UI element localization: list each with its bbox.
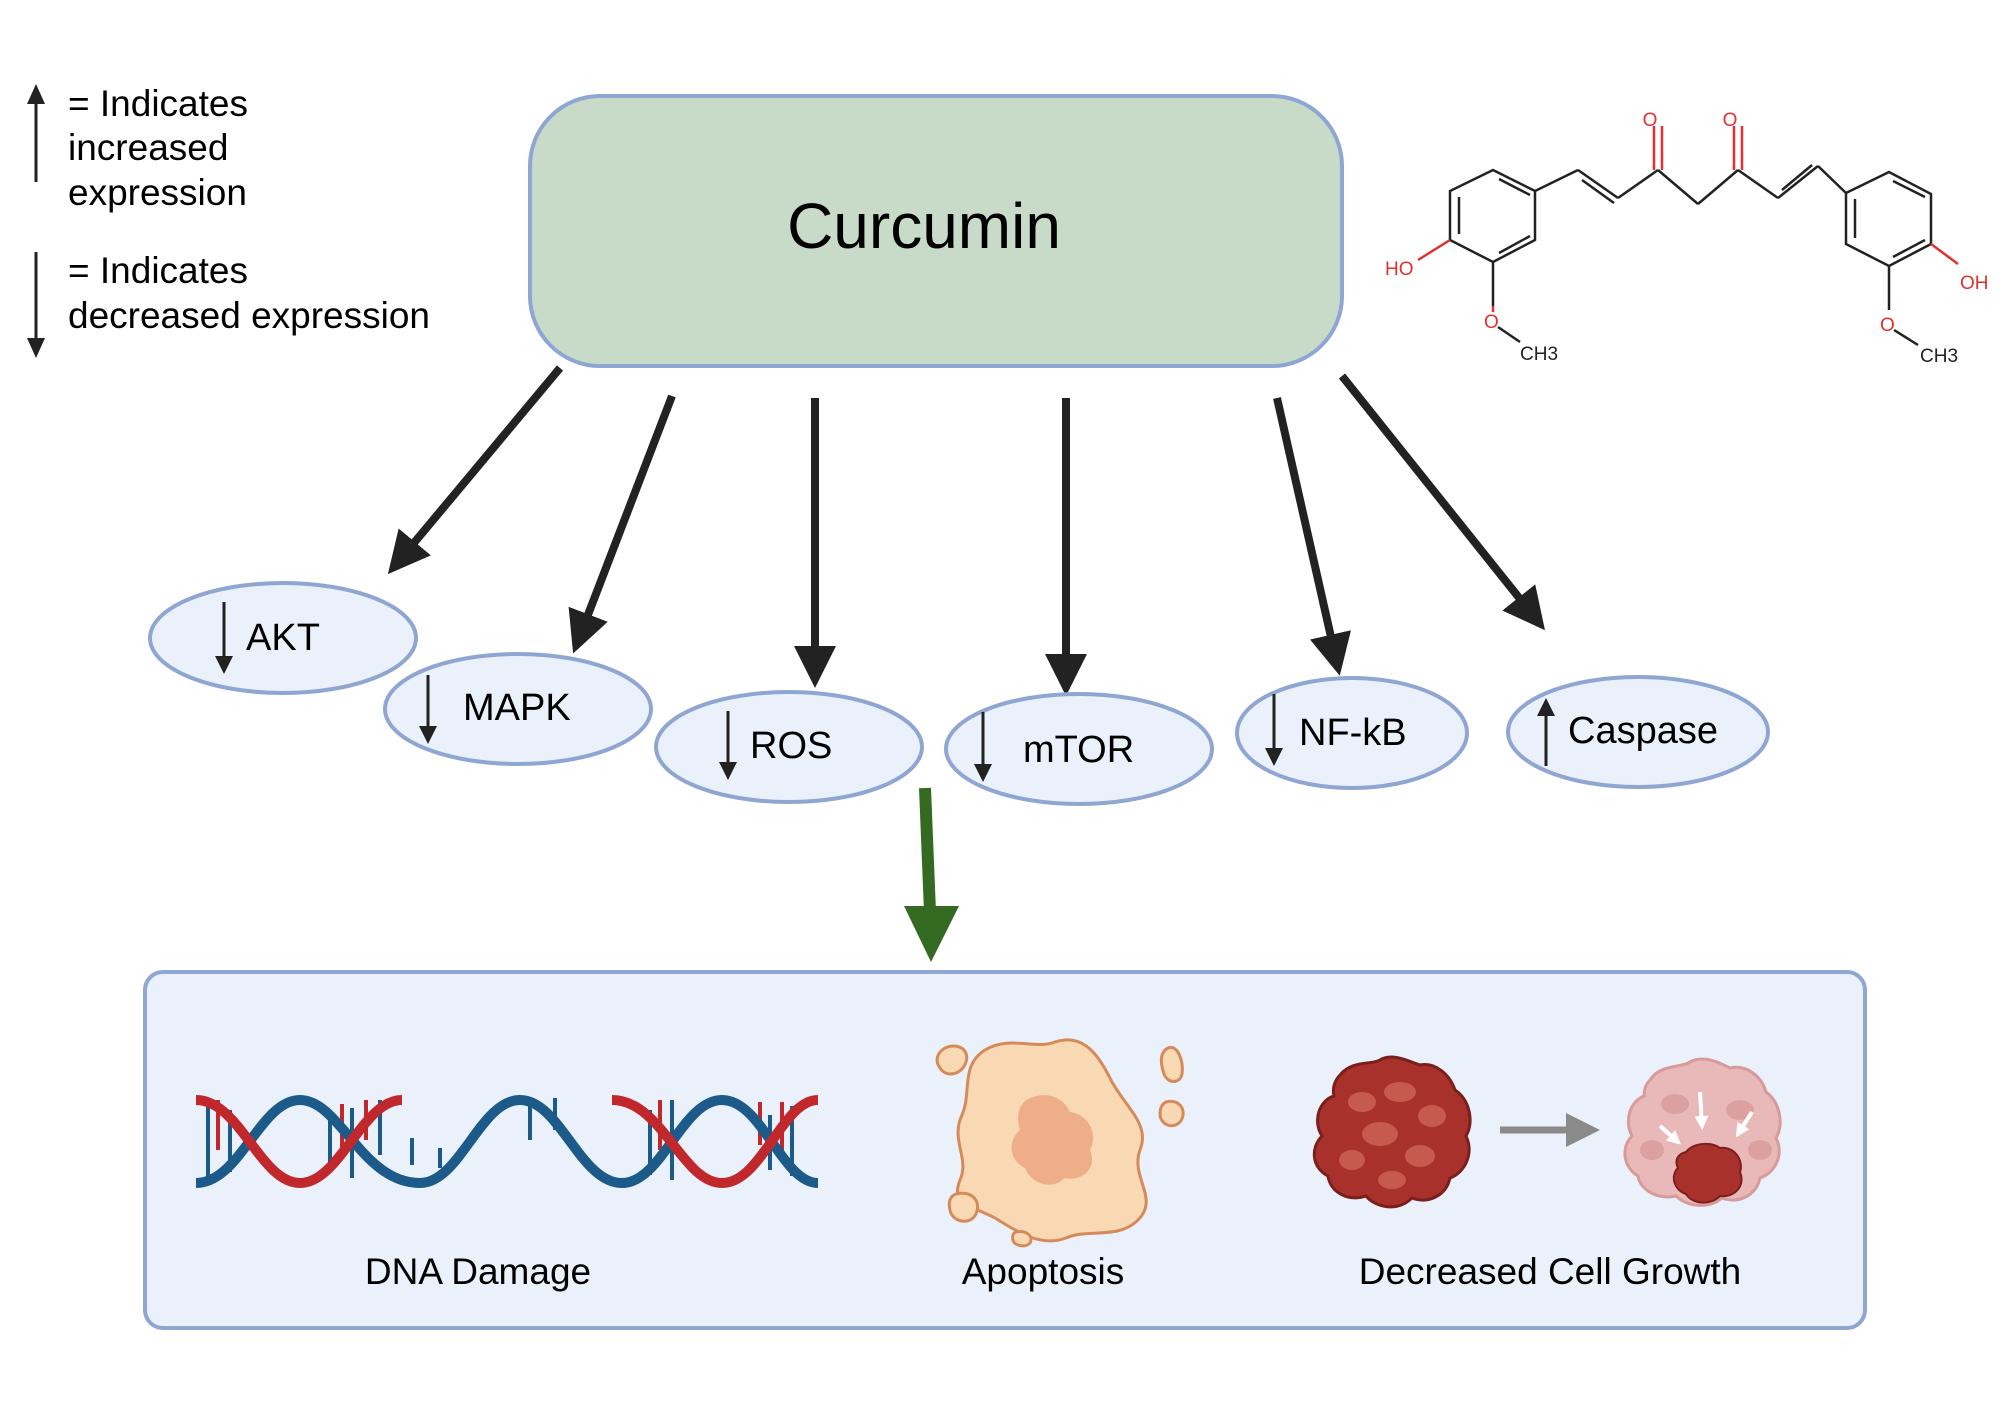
curcumin-box <box>528 94 1344 368</box>
oh-label: OH <box>1960 273 1989 294</box>
o-left-label: O <box>1484 312 1499 333</box>
outcome-label-dna-damage: DNA Damage <box>365 1251 591 1292</box>
target-nf-kb: NF-kB <box>1235 676 1469 790</box>
target-label: ROS <box>750 725 832 767</box>
tumor-shrunk <box>1623 1057 1782 1207</box>
outcome-label-decreased-cell-growth: Decreased Cell Growth <box>1359 1251 1741 1292</box>
ho-label: HO <box>1385 259 1414 280</box>
dna-helix-icon <box>195 1094 819 1189</box>
down-arrow-icon <box>215 602 233 674</box>
legend-decreased-line-1: = Indicates <box>68 250 248 291</box>
ch3-right-label: CH3 <box>1920 346 1958 367</box>
target-mapk: MAPK <box>383 652 653 766</box>
curcumin-molecule-icon <box>1417 126 1959 347</box>
target-arrows <box>387 365 1545 696</box>
result-arrow <box>904 787 959 962</box>
arrow-to-akt <box>387 365 564 575</box>
apoptotic-cell-icon <box>935 1038 1185 1248</box>
outcome-panel: DNA Damage Apoptosis <box>143 970 1867 1330</box>
target-label: MAPK <box>463 687 571 729</box>
arrow-to-caspase <box>1338 373 1545 631</box>
target-mtor: mTOR <box>944 692 1214 806</box>
target-caspase: Caspase <box>1506 675 1770 789</box>
target-label: AKT <box>246 617 320 659</box>
target-label: mTOR <box>1023 729 1134 771</box>
target-label: Caspase <box>1568 710 1718 752</box>
up-arrow-icon <box>27 84 45 182</box>
o-right-label: O <box>1880 315 1895 336</box>
legend-decreased: = Indicates decreased expression <box>27 250 430 358</box>
down-arrow-icon <box>27 252 45 358</box>
down-arrow-icon <box>419 675 437 744</box>
down-arrow-icon <box>1265 694 1283 766</box>
arrow-to-nfkb <box>1273 397 1351 676</box>
o-top-left-label: O <box>1643 110 1658 131</box>
down-arrow-icon <box>719 711 737 780</box>
o-top-right-label: O <box>1723 110 1738 131</box>
legend-increased-line-3: expression <box>68 172 247 213</box>
arrow-to-mapk <box>568 394 676 654</box>
legend-increased-line-2: increased <box>68 127 228 168</box>
molecule-labels: HO OH O O O O CH3 CH3 <box>1385 110 1989 367</box>
tumor-large <box>1312 1055 1472 1209</box>
legend-decreased-line-2: decreased expression <box>68 295 430 336</box>
curcumin-label: Curcumin <box>787 190 1061 262</box>
ch3-left-label: CH3 <box>1520 344 1558 365</box>
target-akt: AKT <box>148 581 418 695</box>
legend: = Indicates increased expression = Indic… <box>27 83 430 358</box>
up-arrow-icon <box>1537 698 1555 766</box>
legend-increased: = Indicates increased expression <box>27 83 248 213</box>
target-label: NF-kB <box>1299 712 1407 754</box>
legend-increased-line-1: = Indicates <box>68 83 248 124</box>
down-arrow-icon <box>974 712 992 782</box>
curcumin-node: Curcumin <box>528 94 1344 368</box>
tumor-shrinking-icon <box>1312 1055 1782 1209</box>
outcome-label-apoptosis: Apoptosis <box>962 1251 1125 1292</box>
target-ros: ROS <box>654 690 924 804</box>
